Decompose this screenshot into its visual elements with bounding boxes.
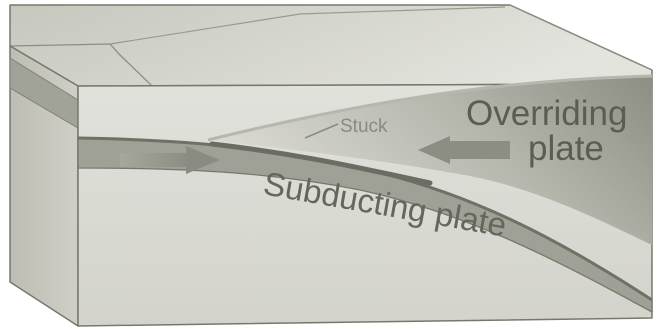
stuck-zone xyxy=(209,141,433,186)
stuck-label: Stuck xyxy=(340,116,388,137)
overriding-plate-label-line1: Overriding xyxy=(466,94,627,133)
arrow-right-icon xyxy=(120,146,220,174)
overriding-plate-upper-edge xyxy=(207,74,653,142)
arrow-left-icon xyxy=(418,136,510,164)
overriding-plate-label-line2: plate xyxy=(528,129,604,168)
stuck-leader-line xyxy=(304,123,339,139)
overriding-plate-wedge xyxy=(208,76,652,245)
top-face-line-c xyxy=(509,4,653,71)
block-top-face xyxy=(9,4,653,87)
top-face-line-b xyxy=(109,6,506,45)
